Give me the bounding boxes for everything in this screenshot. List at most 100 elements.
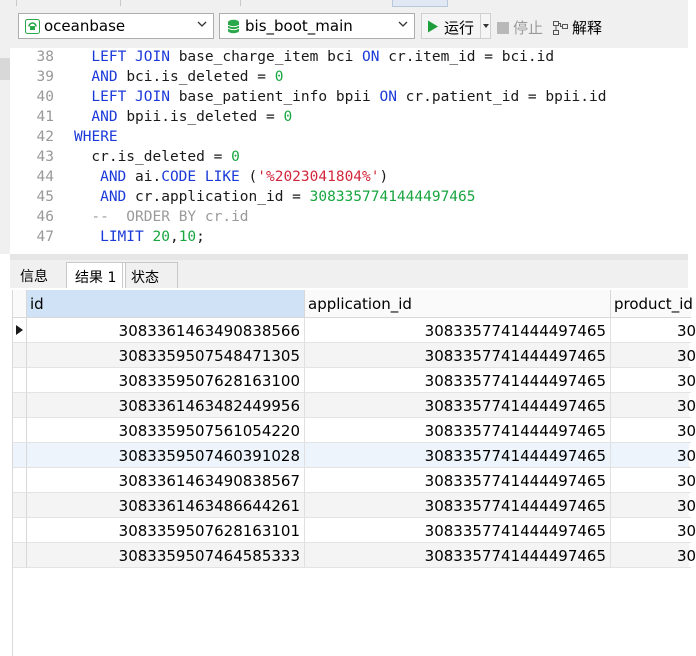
token-kw: AND <box>100 189 127 205</box>
table-cell[interactable]: 30 <box>611 468 696 493</box>
token: ai. <box>126 169 162 185</box>
row-indicator[interactable] <box>13 393 27 418</box>
token-kw: ON <box>362 49 380 65</box>
database-select[interactable]: bis_boot_main <box>219 13 415 39</box>
table-cell[interactable]: 3083357741444497465 <box>305 468 611 493</box>
table-cell[interactable]: 3083357741444497465 <box>305 343 611 368</box>
tab-result-1[interactable]: 结果 1 <box>66 262 126 288</box>
token: bpii.is_deleted = <box>117 109 284 125</box>
row-indicator[interactable] <box>13 368 27 393</box>
table-cell[interactable]: 3083357741444497465 <box>305 393 611 418</box>
current-row-icon <box>16 325 23 335</box>
table-cell[interactable]: 3083361463490838567 <box>27 468 305 493</box>
token-kw: LEFT JOIN <box>91 89 170 105</box>
caret-down-icon[interactable] <box>483 24 489 29</box>
table-cell[interactable]: 30 <box>611 418 696 443</box>
column-header-id[interactable]: id <box>27 290 305 318</box>
code-line[interactable]: 46-- ORDER BY cr.id <box>10 208 688 228</box>
table-cell[interactable]: 30 <box>611 493 696 518</box>
table-cell[interactable]: 3083361463486644261 <box>27 493 305 518</box>
table-cell[interactable]: 30 <box>611 318 696 343</box>
row-indicator[interactable] <box>13 468 27 493</box>
token-kw: ON <box>379 89 397 105</box>
table-cell[interactable]: 3083357741444497465 <box>305 493 611 518</box>
table-cell[interactable]: 30 <box>611 393 696 418</box>
tab-info[interactable]: 信息 <box>12 262 68 288</box>
tab-divider <box>120 0 121 6</box>
token-kw: LIMIT <box>100 229 144 245</box>
row-indicator[interactable] <box>13 518 27 543</box>
line-number: 40 <box>36 89 54 105</box>
table-cell[interactable]: 3083361463490838566 <box>27 318 305 343</box>
active-tab-edge[interactable] <box>392 0 448 7</box>
table-cell[interactable]: 30 <box>611 543 696 568</box>
explain-button[interactable]: 解释 <box>553 17 602 38</box>
column-header-label: id <box>30 295 44 313</box>
table-cell[interactable]: 3083357741444497465 <box>305 543 611 568</box>
table-cell[interactable]: 3083357741444497465 <box>305 518 611 543</box>
scroll-marker <box>0 58 10 80</box>
table-cell[interactable]: 3083359507460391028 <box>27 443 305 468</box>
table-cell[interactable]: 3083359507628163101 <box>27 518 305 543</box>
token-num: 0 <box>274 69 284 85</box>
column-header-product-id[interactable]: product_id <box>611 290 693 318</box>
table-cell[interactable]: 3083361463482449956 <box>27 393 305 418</box>
table-cell[interactable]: 3083359507561054220 <box>27 418 305 443</box>
token: ) <box>379 169 389 185</box>
run-button[interactable]: 运行 <box>421 13 491 39</box>
stop-button[interactable]: 停止 <box>497 17 543 38</box>
code-text: AND cr.application_id = 3083357741444497… <box>100 189 475 205</box>
result-tabs: 信息 结果 1 状态 <box>10 260 688 288</box>
code-text: AND bci.is_deleted = 0 <box>91 69 283 85</box>
explain-icon <box>553 21 568 35</box>
code-text: WHERE <box>74 129 118 145</box>
row-indicator[interactable] <box>13 543 27 568</box>
table-cell[interactable]: 30 <box>611 518 696 543</box>
table-cell[interactable]: 30 <box>611 443 696 468</box>
table-cell[interactable]: 3083357741444497465 <box>305 418 611 443</box>
row-indicator[interactable] <box>13 318 27 343</box>
table-cell[interactable]: 3083359507548471305 <box>27 343 305 368</box>
table-cell[interactable]: 3083359507628163100 <box>27 368 305 393</box>
pane-splitter[interactable] <box>10 254 688 260</box>
database-icon <box>227 19 240 34</box>
top-tab-strip <box>0 0 688 8</box>
connection-select[interactable]: oceanbase <box>18 13 214 39</box>
token-num: 10 <box>178 229 197 245</box>
split-divider <box>480 14 481 38</box>
table-cell[interactable]: 3083357741444497465 <box>305 318 611 343</box>
tab-status[interactable]: 状态 <box>122 262 178 288</box>
row-indicator[interactable] <box>13 443 27 468</box>
row-indicator[interactable] <box>13 418 27 443</box>
result-grid[interactable]: id application_id product_id 30833614634… <box>12 290 696 656</box>
row-indicator[interactable] <box>13 343 27 368</box>
table-cell[interactable]: 30 <box>611 343 696 368</box>
table-cell[interactable]: 3083359507464585333 <box>27 543 305 568</box>
table-cell[interactable]: 30 <box>611 368 696 393</box>
row-indicator[interactable] <box>13 493 27 518</box>
column-header-application-id[interactable]: application_id <box>305 290 611 318</box>
table-cell[interactable]: 3083357741444497465 <box>305 443 611 468</box>
token-num: 20 <box>152 229 170 245</box>
table-cell[interactable]: 3083357741444497465 <box>305 368 611 393</box>
